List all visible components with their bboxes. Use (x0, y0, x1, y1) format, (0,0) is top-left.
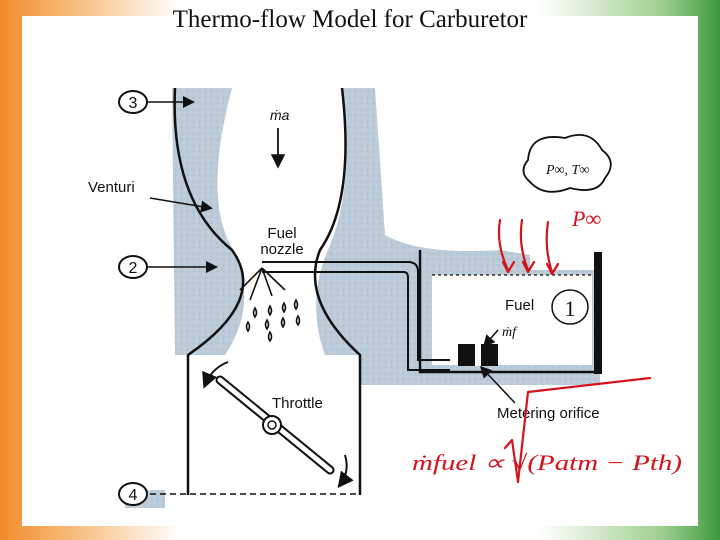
fuel-nozzle-label-line2: nozzle (260, 241, 303, 258)
ambient-label: P∞, T∞ (545, 163, 589, 178)
station-3-label: 3 (129, 95, 138, 112)
fuel-label: Fuel (505, 297, 534, 314)
slide-title: Thermo-flow Model for Carburetor (172, 6, 528, 33)
relation-radical-annotation (503, 376, 652, 484)
fuel-tube (262, 261, 450, 361)
fuel-flow-arrow (483, 329, 499, 348)
station-3-marker: 3 (118, 90, 195, 114)
fuel-nozzle-label-line1: Fuel (267, 225, 296, 242)
venturi-wall-left (173, 87, 245, 495)
station-2-label: 2 (129, 260, 138, 277)
station-1-label: 1 (565, 296, 576, 321)
air-flow-label: ṁa (270, 107, 290, 123)
station-2-marker: 2 (118, 255, 218, 279)
throttle-rotation-arrow-bottom (337, 454, 354, 489)
throttle-label: Throttle (272, 395, 323, 412)
station-4-label: 4 (129, 487, 138, 504)
fuel-flow-label: ṁf (502, 325, 518, 340)
fuel-tube-inner (262, 271, 450, 371)
venturi-label: Venturi (88, 179, 135, 196)
p-infinity-annotation: P∞ (571, 206, 601, 231)
venturi-wall-right (313, 87, 362, 495)
pressure-arrows-annotation (497, 218, 560, 276)
station-4-marker: 4 (118, 482, 360, 506)
venturi-pointer (149, 197, 213, 213)
air-region-left (172, 88, 245, 355)
mass-flow-relation-annotation: ṁfuel ∝ √(Patm − Pth) (412, 450, 682, 475)
throttle-plate (215, 375, 335, 475)
metering-orifice-pointer (479, 365, 516, 404)
metering-orifice-label: Metering orifice (497, 405, 600, 422)
fuel-spray (239, 267, 301, 343)
throttle-rotation-arrow-top (202, 361, 229, 389)
fuel-chamber-right-wall (594, 252, 602, 374)
ambient-cloud (522, 134, 612, 193)
station-1-marker (551, 289, 589, 325)
metering-orifice-gap (475, 344, 481, 366)
